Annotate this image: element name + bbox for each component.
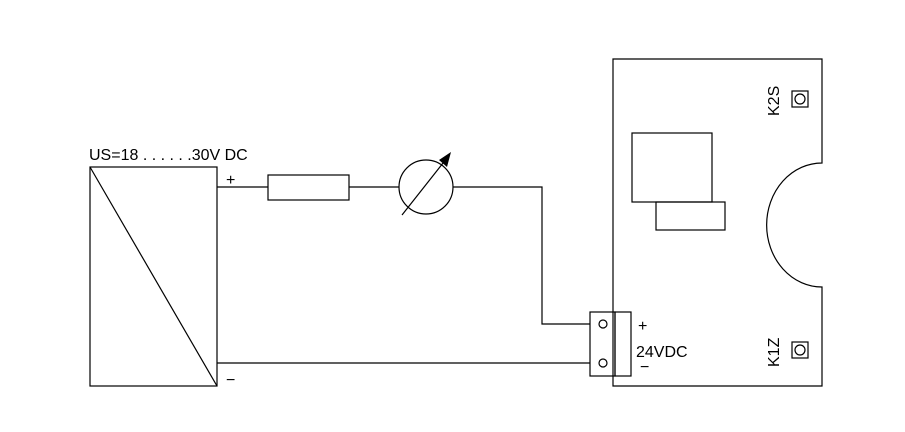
- k2s-label: K2S: [766, 86, 783, 116]
- power-supply: [89, 166, 218, 387]
- power-supply-diagonal: [89, 166, 218, 387]
- k1z-label: K1Z: [766, 337, 783, 367]
- wire-meter-to-terminal-plus: [453, 186, 590, 325]
- meter-symbol: [398, 152, 454, 216]
- k2s-led: [791, 90, 809, 108]
- terminal-screw-bottom: [598, 358, 608, 368]
- terminal-screw-top: [598, 319, 608, 329]
- terminal-right-body: [614, 311, 632, 377]
- board-component-lower: [655, 201, 726, 231]
- terminal-voltage-label: 24VDC: [636, 344, 688, 361]
- meter-arrow-line: [401, 157, 448, 216]
- k1z-led-dot: [794, 344, 806, 356]
- meter-circle: [398, 159, 454, 215]
- circuit-board-outline: [612, 58, 823, 387]
- supply-voltage-label: US=18 . . . . . .30V DC: [89, 147, 248, 164]
- terminal-plus-sign: +: [638, 318, 647, 335]
- power-supply-box: [89, 166, 218, 387]
- k2s-led-dot: [794, 93, 806, 105]
- board-component-upper: [631, 132, 713, 203]
- meter-arrow-head: [439, 152, 451, 167]
- supply-minus-sign: −: [226, 372, 235, 389]
- terminal-block: [589, 311, 632, 377]
- terminal-minus-sign: −: [640, 359, 649, 376]
- supply-plus-sign: +: [226, 172, 235, 189]
- resistor: [267, 174, 350, 201]
- k1z-led: [791, 341, 809, 359]
